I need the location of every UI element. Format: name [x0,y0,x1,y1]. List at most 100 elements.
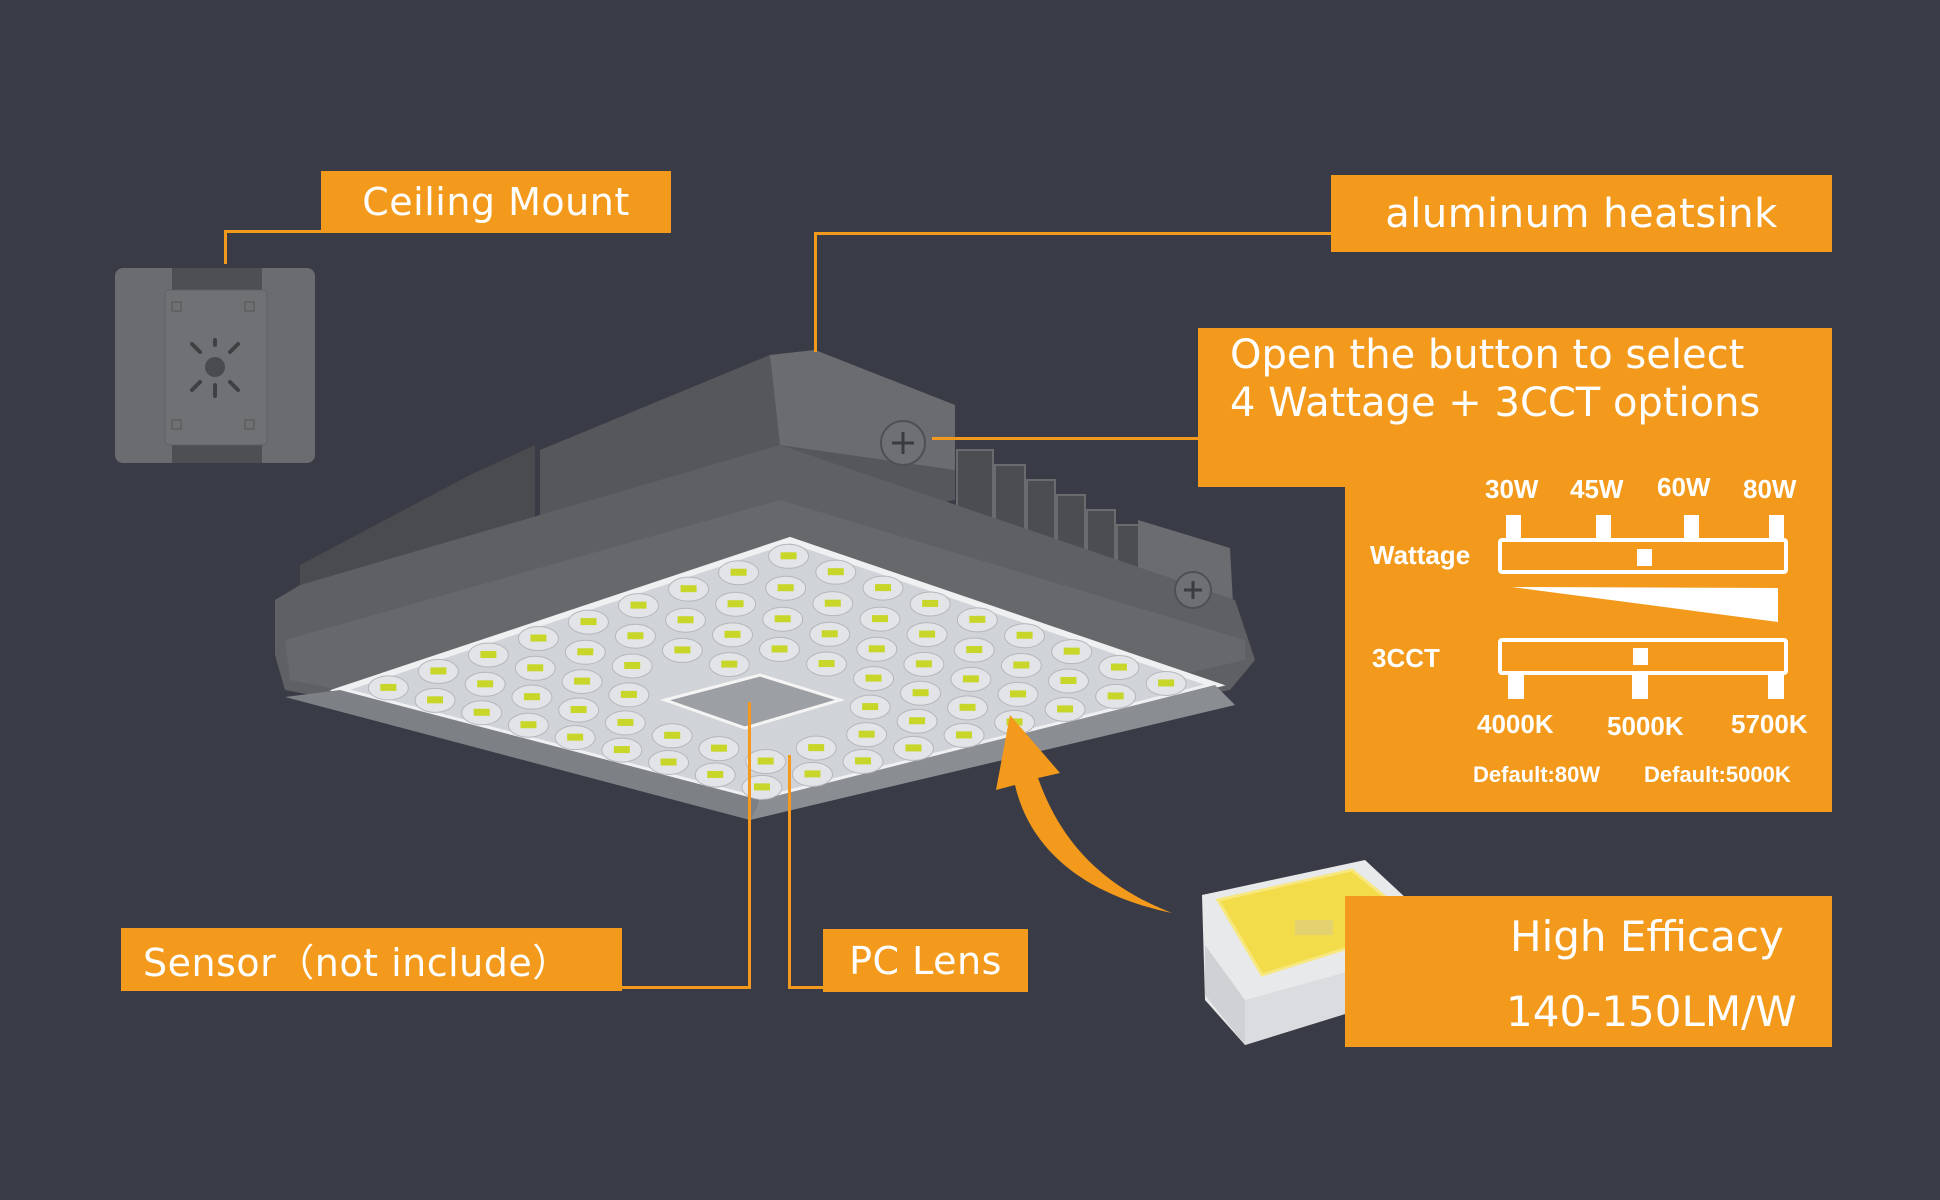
mounting-bracket-image [115,268,315,463]
led-emitter [710,744,727,752]
sensor-label: Sensor（not include） [121,928,622,991]
options-panel [1198,328,1832,487]
led-emitter [430,667,447,675]
led-emitter [680,585,697,593]
led-emitter [868,645,885,653]
cct-option-4000k: 4000K [1477,709,1554,739]
led-emitter [624,662,641,670]
led-emitter [380,683,397,691]
screw-icon [1174,571,1212,609]
led-emitter [821,630,838,638]
led-emitter [827,568,844,576]
led-emitter [858,730,875,738]
led-emitter [1013,661,1030,669]
ceiling-mount-label: Ceiling Mount [321,171,671,233]
wattage-label: Wattage [1370,540,1471,570]
led-emitter [854,757,871,765]
pc-lens-connector-v [788,755,791,989]
led-emitter [774,615,791,623]
led-emitter [724,630,741,638]
led-emitter [1060,676,1077,684]
led-emitter [909,717,926,725]
options-connector-h [932,437,1198,440]
sensor-connector-v [748,702,751,989]
led-emitter [730,568,747,576]
cct-option-5700k: 5700K [1731,709,1808,739]
led-emitter [922,599,939,607]
heatsink-connector-v [814,232,817,352]
ceiling-mount-text: Ceiling Mount [362,180,630,224]
led-emitter [1110,663,1127,671]
led-emitter [620,690,637,698]
wattage-option-60w: 60W [1657,472,1711,502]
efficacy-label [1345,896,1832,1047]
led-emitter [771,645,788,653]
led-emitter [956,731,973,739]
led-emitter [580,618,597,626]
wattage-option-45w: 45W [1570,474,1624,504]
led-emitter [523,693,540,701]
wattage-option-80w: 80W [1743,474,1797,504]
led-emitter [617,718,634,726]
led-emitter [707,770,724,778]
led-emitter [874,584,891,592]
efficacy-line2: 140-150LM/W [1506,987,1797,1036]
led-emitter [777,584,794,592]
led-emitter [862,703,879,711]
led-emitter [674,646,691,654]
heatsink-text: aluminum heatsink [1385,190,1778,237]
led-emitter [480,650,497,658]
led-emitter [527,664,544,672]
led-emitter [630,601,647,609]
led-emitter [780,552,797,560]
led-emitter [660,758,677,766]
cct-default: Default:5000K [1644,762,1791,787]
led-emitter [753,783,770,791]
led-emitter [1158,679,1175,687]
led-emitter [818,660,835,668]
led-emitter [757,757,774,765]
sensor-connector-h [622,986,751,989]
options-title-line1: Open the button to select [1230,332,1745,378]
pc-lens-label: PC Lens [823,929,1028,992]
led-emitter [721,660,738,668]
led-emitter [1057,705,1074,713]
led-emitter [865,674,882,682]
led-emitter [915,660,932,668]
led-emitter [613,746,630,754]
led-emitter [969,615,986,623]
cct-option-5000k: 5000K [1607,711,1684,741]
led-emitter [727,600,744,608]
led-emitter [824,599,841,607]
ceiling-mount-connector-h [224,230,321,233]
canopy-light-fixture-image [275,350,1255,820]
led-emitter [962,675,979,683]
led-emitter [574,677,591,685]
led-emitter [959,703,976,711]
ceiling-mount-connector-v [224,230,227,264]
led-emitter [570,706,587,714]
led-emitter [966,646,983,654]
wattage-default: Default:80W [1473,762,1601,787]
led-emitter [1010,690,1027,698]
led-emitter [567,733,584,741]
led-emitter [427,696,444,704]
led-emitter [577,648,594,656]
led-emitter [1107,692,1124,700]
pc-lens-text: PC Lens [849,938,1002,983]
led-emitter [871,615,888,623]
led-emitter [1016,631,1033,639]
led-emitter [530,634,547,642]
curved-arrow-icon [996,715,1172,913]
wattage-option-30w: 30W [1485,474,1539,504]
led-emitter [473,708,490,716]
led-emitter [520,721,537,729]
led-emitter [912,689,929,697]
led-emitter [905,744,922,752]
options-title-line2: 4 Wattage + 3CCT options [1230,380,1761,426]
led-emitter [919,630,936,638]
pc-lens-connector-h [788,986,824,989]
led-emitter [1063,647,1080,655]
led-emitter [808,744,825,752]
